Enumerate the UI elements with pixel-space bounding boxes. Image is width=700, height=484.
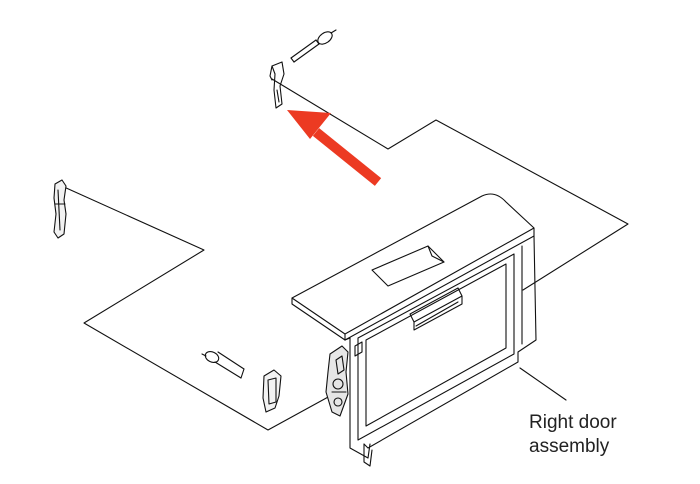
callout-label: Right door assembly: [529, 411, 669, 459]
callout-label-line-1: Right door: [529, 412, 617, 433]
left-placement-outline: [63, 186, 331, 431]
upper-placement-outline: [271, 78, 629, 291]
callout-label-line-2: assembly: [529, 436, 610, 457]
lower-hinge-icon: [262, 369, 282, 413]
red-arrow-icon: [287, 110, 382, 186]
top-screw-icon: [290, 29, 337, 63]
callout-leader-line: [519, 367, 567, 401]
top-hinge-icon: [269, 61, 285, 109]
left-hinge-icon: [53, 179, 67, 239]
lower-screw-icon: [201, 351, 245, 379]
right-door-assembly: [291, 193, 537, 467]
